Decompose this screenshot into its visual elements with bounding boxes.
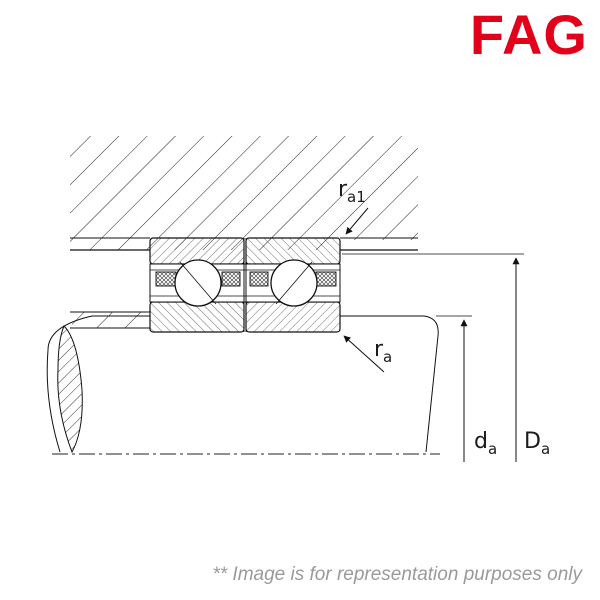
- label-r-a1: ra1: [338, 177, 366, 206]
- representation-disclaimer: ** Image is for representation purposes …: [212, 564, 582, 585]
- housing: [70, 136, 418, 251]
- fag-logo: FAG: [470, 8, 588, 60]
- shaft: [46, 315, 439, 454]
- label-d-a: da: [474, 429, 497, 458]
- dimension-lines: [342, 207, 524, 462]
- bearing: [149, 237, 341, 333]
- ra-leader-line: [343, 335, 385, 373]
- shaft-shoulder: [70, 311, 150, 329]
- fag-logo-text: FAG: [470, 8, 588, 60]
- label-r-a: ra: [374, 337, 392, 366]
- label-D-a: Da: [524, 429, 550, 458]
- ra1-leader-line: [345, 207, 369, 235]
